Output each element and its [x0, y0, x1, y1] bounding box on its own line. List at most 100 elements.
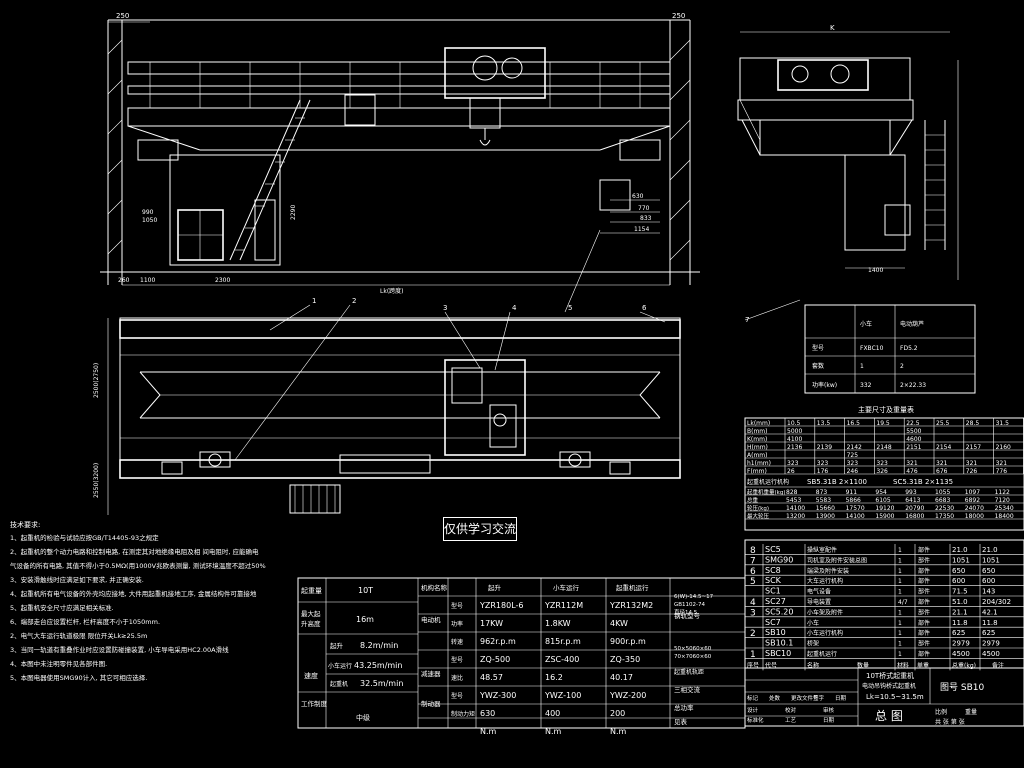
- weight-row-label: 最大轮压: [747, 512, 770, 520]
- dims-cell: 2142: [847, 444, 862, 451]
- dims-cell: 676: [936, 468, 948, 475]
- part-unit-weight: 2979: [952, 640, 970, 648]
- weight-cell: 15660: [816, 505, 835, 512]
- weight-cell: 22530: [935, 505, 954, 512]
- technical-requirements: 技术要求: 1、起重机的检验与试验应按GB/T14405-93之规定2、起重机的…: [10, 520, 266, 682]
- part-no: 7: [750, 556, 756, 566]
- sheet-label: 共 张 第 张: [935, 718, 965, 726]
- dims-cell: 323: [787, 460, 799, 467]
- motor-cell: 型号: [812, 344, 824, 352]
- motor-cell: 套数: [812, 362, 824, 370]
- spec-value: 16.2: [545, 673, 563, 682]
- tech-requirement-line: 3、当同一轨道有重叠作业时应设置防碰撞装置, 小车导电采用HC2.00A滑线: [10, 645, 229, 654]
- spec-value: 4KW: [610, 619, 628, 628]
- spec-row-label: 速比: [451, 674, 463, 682]
- drawing-label: 总 图: [875, 709, 903, 723]
- part-name: 电气设备: [807, 588, 831, 596]
- weight-cell: 5453: [786, 497, 801, 504]
- spec-value: YZR132M2: [609, 601, 653, 610]
- part-qty: 1: [898, 620, 902, 627]
- spec-rail-value: 70×7060×60: [674, 654, 712, 660]
- dims-cell: 323: [876, 460, 888, 467]
- part-total-weight: 600: [982, 577, 995, 585]
- spec-value: N.m: [610, 727, 627, 736]
- dims-cell: 725: [847, 452, 859, 459]
- part-material: 部件: [918, 588, 930, 596]
- spec-value: 48.57: [480, 673, 503, 682]
- dim-833: 833: [640, 215, 652, 222]
- part-code: SC5.20: [765, 607, 793, 616]
- part-code: SBC10: [765, 649, 791, 658]
- spec-value: 630: [480, 709, 495, 718]
- dims-cell: 321: [906, 460, 918, 467]
- motor-table: 小车 电动葫芦 型号 FXBC10 FD5.2 套数 1 2 功率(kw) 33…: [804, 304, 976, 394]
- dims-cell: 2160: [996, 444, 1011, 451]
- part-code: SB10.1: [765, 639, 793, 648]
- part-qty: 1: [898, 547, 902, 554]
- dims-cell: 323: [817, 460, 829, 467]
- spec-lift-label: 升高度: [301, 619, 321, 628]
- part-unit-weight: 1051: [952, 556, 970, 564]
- dims-cell: 5500: [906, 428, 921, 435]
- dims-cell: 321: [936, 460, 948, 467]
- spec-value: ZSC-400: [545, 655, 579, 664]
- part-code: SC1: [765, 587, 781, 596]
- spec-row-label: 功率: [451, 620, 463, 628]
- dims-cell: 2151: [906, 444, 921, 451]
- weight-cell: 13200: [786, 513, 805, 520]
- dims-cell: 28.5: [966, 420, 980, 427]
- part-code: SMG90: [765, 555, 793, 564]
- weight-cell: 1055: [935, 489, 950, 496]
- dims-row-label: A(mm): [747, 452, 767, 459]
- dims-cell: 776: [996, 468, 1008, 475]
- tech-requirement-line: 3、安装滑触线时应满足如下要求, 并正确安装.: [10, 575, 144, 584]
- dims-cell: 31.5: [996, 420, 1010, 427]
- parts-footer-label: 总重(kg): [952, 661, 976, 669]
- tech-requirement-line: 气设备的所有电路, 其值不得小于0.5MΩ(用1000V兆欧表测量, 测试环境温…: [10, 561, 266, 570]
- callout-3: 3: [443, 304, 447, 312]
- dim-lk: Lk(跨度): [380, 287, 404, 295]
- part-code: SCK: [765, 576, 782, 585]
- motor-cell: 1: [860, 363, 864, 370]
- part-unit-weight: 21.1: [952, 608, 968, 616]
- dim-2300: 2300: [215, 277, 230, 284]
- parts-footer-label: 材料: [897, 661, 909, 669]
- spec-value: N.m: [480, 727, 497, 736]
- spec-row-label: 转速: [451, 638, 463, 646]
- spec-value: 400: [545, 709, 560, 718]
- weight-cell: 14100: [786, 505, 805, 512]
- spec-hoist-speed: 8.2m/min: [360, 641, 398, 650]
- revision-block: 标记处数更改文件号签字日期设计校对审核标准化工艺日期比例重量共 张 第 张: [745, 679, 977, 726]
- part-name: 桥架: [807, 640, 819, 648]
- spec-col-head: 小车运行: [553, 583, 580, 592]
- dims-rail-a: SB5.31B 2×1100: [807, 478, 867, 486]
- part-code: SC8: [765, 566, 781, 575]
- spec-value: 200: [610, 709, 625, 718]
- part-code: SC5: [765, 545, 781, 554]
- dim-1154: 1154: [634, 226, 649, 233]
- dim-2290: 2290: [290, 205, 297, 220]
- dim-260: 260: [118, 277, 130, 284]
- plan-view: 2500(2750) 2550(3200): [93, 229, 801, 515]
- dims-cell: 321: [996, 460, 1008, 467]
- part-total-weight: 650: [982, 567, 995, 575]
- spec-capacity: 10T: [358, 586, 373, 595]
- callout-1: 1: [312, 297, 316, 305]
- part-name: 操纵室配件: [807, 546, 837, 554]
- title-line1: 10T桥式起重机: [866, 671, 914, 680]
- revision-role: 标准化: [747, 716, 764, 724]
- weight-cell: 14100: [846, 513, 865, 520]
- dims-row-label: B(mm): [747, 428, 768, 435]
- dims-cell: 13.5: [817, 420, 831, 427]
- part-total-weight: 204/302: [982, 598, 1011, 606]
- dims-cell: 16.5: [847, 420, 861, 427]
- weight-cell: 20790: [905, 505, 924, 512]
- part-qty: 1: [898, 609, 902, 616]
- part-unit-weight: 11.8: [952, 619, 968, 627]
- dim-1050: 1050: [142, 217, 157, 224]
- title-block: 10T桥式起重机 电动吊钩桥式起重机 Lk=10.5~31.5m 图号 SB10…: [744, 667, 1024, 727]
- title-line3: Lk=10.5~31.5m: [866, 693, 924, 701]
- part-name: 导电装置: [807, 598, 831, 606]
- parts-footer-label: 数量: [857, 661, 869, 669]
- part-qty: 1: [898, 568, 902, 575]
